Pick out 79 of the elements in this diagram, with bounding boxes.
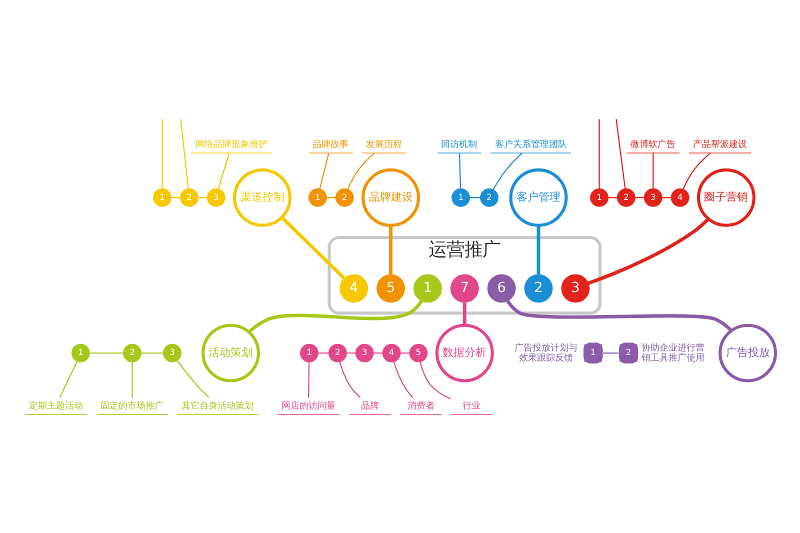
connector xyxy=(492,152,522,190)
node-circle: 1 xyxy=(153,188,172,207)
connector xyxy=(536,225,540,274)
node-circle: 2 xyxy=(328,344,347,362)
connector xyxy=(458,153,462,189)
node-circle: 渠道控制 xyxy=(233,168,292,227)
connector xyxy=(506,300,732,332)
node-circle: 7 xyxy=(450,274,479,303)
node-circle: 4 xyxy=(670,188,690,207)
node-text: 定期主题活动 xyxy=(29,400,84,412)
connector xyxy=(176,360,210,398)
node-text: 回访机制 xyxy=(441,138,478,150)
node-label: 广告投放计划与效果跟踪反馈 xyxy=(514,342,578,364)
node-circle: 广告投放 xyxy=(718,324,778,382)
node-circle: 6 xyxy=(487,274,516,303)
node-circle: 数据分析 xyxy=(435,324,494,382)
node-circle: 3 xyxy=(644,188,662,207)
node-circle: 1 xyxy=(413,274,442,303)
node-circle: 3 xyxy=(206,188,226,207)
node-text: 品牌 xyxy=(360,400,379,412)
node-text: 发展历程 xyxy=(366,138,402,150)
connector xyxy=(347,152,375,190)
node-text: 行业 xyxy=(462,400,481,412)
node-text: 产品帮派建设 xyxy=(693,138,748,150)
node-circle: 1 xyxy=(452,188,470,207)
connector xyxy=(180,119,189,189)
node-circle: 4 xyxy=(340,274,368,303)
node-circle: 圈子营销 xyxy=(697,168,756,227)
node-text: 其它自身活动策划 xyxy=(182,400,254,412)
node-text: 品牌故事 xyxy=(312,138,349,150)
connector xyxy=(652,153,654,189)
node-circle: 3 xyxy=(561,274,590,303)
node-circle: 品牌建设 xyxy=(362,168,420,227)
connector xyxy=(420,362,451,400)
node-circle: 4 xyxy=(382,344,401,362)
node-text: 固定的市场推广 xyxy=(100,400,164,412)
connector xyxy=(339,362,361,398)
connector xyxy=(318,352,329,354)
node-text: 网络品牌形象维护 xyxy=(196,138,268,150)
connector xyxy=(218,152,230,190)
connector xyxy=(603,352,619,354)
node-circle: 2 xyxy=(480,188,498,207)
node-text: 消费者 xyxy=(407,400,434,412)
connector xyxy=(470,197,480,198)
connector xyxy=(141,352,164,354)
node-circle: 2 xyxy=(524,274,553,303)
node-circle: 2 xyxy=(335,188,354,207)
connector xyxy=(389,225,392,274)
node-circle: 2 xyxy=(180,188,198,207)
node-circle: 活动策划 xyxy=(202,324,260,382)
node-circle: 3 xyxy=(163,344,182,362)
node-circle: 5 xyxy=(409,344,428,362)
node-circle: 1 xyxy=(308,188,327,207)
connector xyxy=(132,362,133,398)
connector xyxy=(90,352,124,354)
node-circle: 1 xyxy=(590,188,608,207)
node-circle: 1 xyxy=(71,344,90,362)
connector xyxy=(598,119,600,188)
node-text: 网店的访问量 xyxy=(281,400,336,412)
connector xyxy=(248,300,423,334)
connector xyxy=(393,362,414,398)
node-label: 协助企业进行营销工具推广使用 xyxy=(642,342,705,364)
connector xyxy=(162,119,163,188)
node-circle: 客户管理 xyxy=(509,168,568,227)
node-circle: 5 xyxy=(376,274,405,303)
connector xyxy=(682,152,711,190)
connector xyxy=(59,360,78,398)
node-circle: 3 xyxy=(355,344,374,362)
connector xyxy=(462,302,466,326)
node-text: 客户关系管理团队 xyxy=(494,138,567,150)
node-circle: 1 xyxy=(300,344,318,362)
connector xyxy=(308,362,310,398)
connector xyxy=(280,216,346,280)
connector xyxy=(616,119,626,189)
connector xyxy=(588,218,710,285)
node-circle: 2 xyxy=(123,344,142,362)
connector xyxy=(319,153,330,190)
node-circle: 2 xyxy=(616,188,636,207)
node-text: 微博软广告 xyxy=(630,138,676,150)
